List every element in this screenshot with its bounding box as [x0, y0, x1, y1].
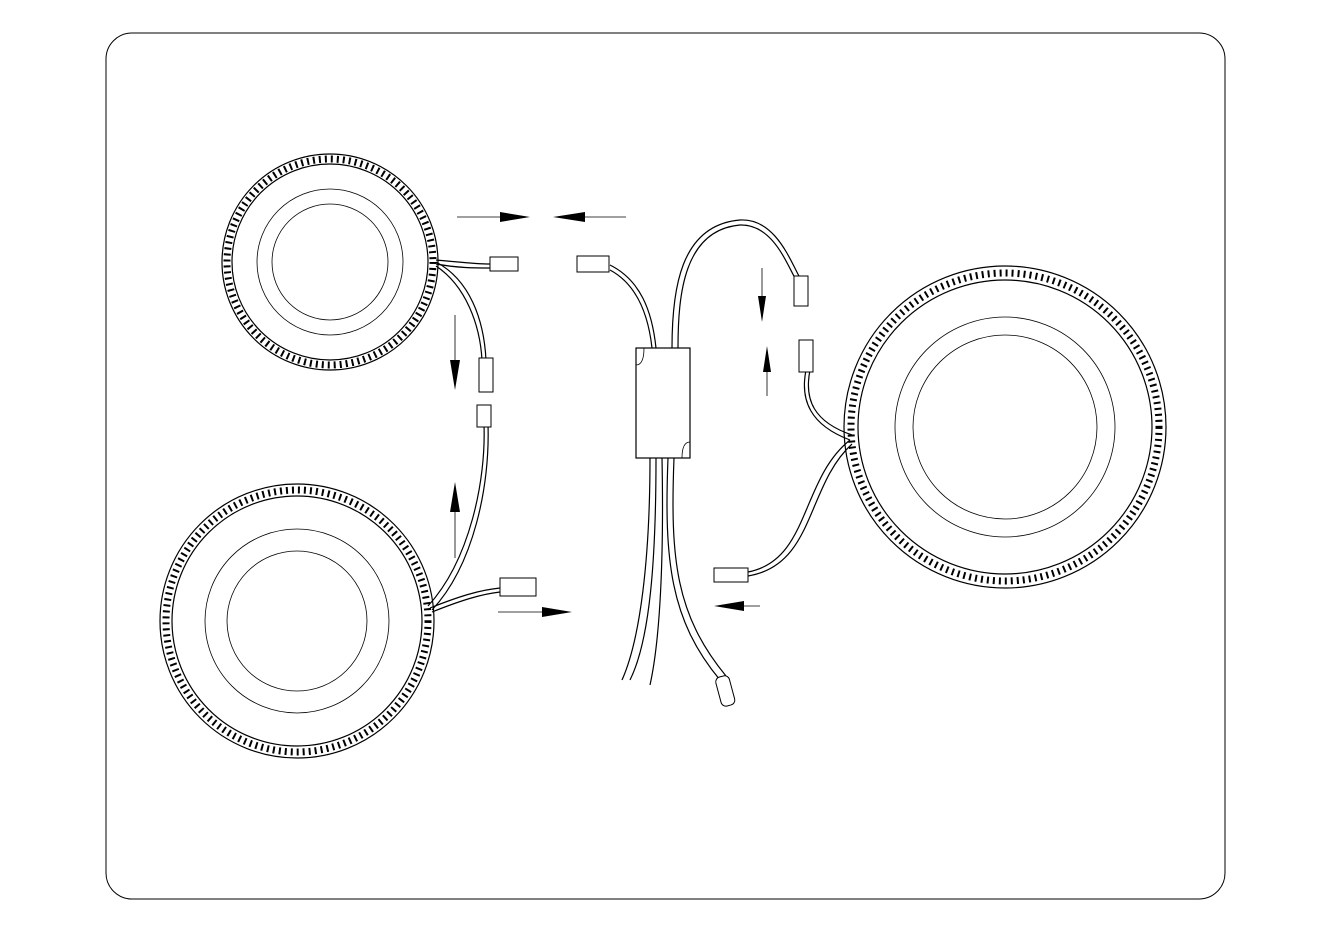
connector-bottom-left: [499, 577, 537, 597]
arrow-right-icon: [500, 212, 530, 222]
ring-light-top-left: [221, 153, 439, 371]
connector-right-ring: [798, 339, 814, 373]
arrow-left-icon: [553, 212, 585, 222]
connectors: [476, 255, 814, 707]
wires: [427, 219, 853, 686]
connector-box-top-right: [793, 275, 809, 307]
arrow-up-icon: [450, 482, 460, 512]
arrow-down-icon: [758, 296, 766, 322]
ring-light-bottom-left: [159, 483, 435, 759]
connector-vertical-lower: [476, 404, 492, 428]
arrow-up-icon: [763, 346, 771, 372]
connector-right-lower: [713, 567, 749, 583]
connector-vertical-upper: [478, 357, 494, 393]
control-box: [635, 347, 691, 459]
arrow-right-icon: [542, 607, 572, 617]
arrow-left-icon: [714, 601, 744, 611]
sensor-plug: [715, 675, 736, 707]
assembly-arrows: [450, 212, 771, 617]
connector-box-left: [576, 255, 610, 273]
diagram-frame: [105, 32, 1226, 900]
connector-top-left: [489, 256, 519, 272]
arrow-down-icon: [450, 360, 460, 390]
ring-light-right: [843, 265, 1167, 589]
